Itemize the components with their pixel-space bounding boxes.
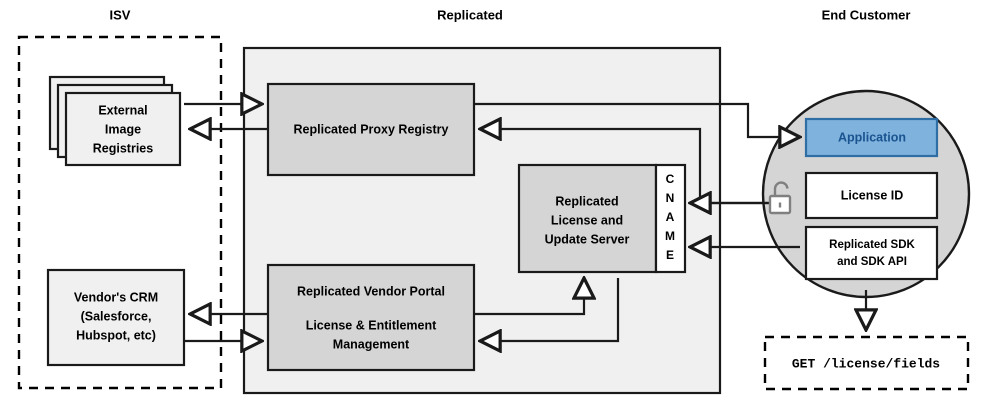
- vendor-portal-label-line-2: License & Entitlement: [306, 318, 437, 332]
- node-replicated-license-update-server[interactable]: Replicated License and Update Server: [517, 163, 658, 274]
- replicated-sdk-box: [804, 225, 939, 281]
- zone-title-end-customer: End Customer: [822, 7, 911, 22]
- cname-letter-m: M: [665, 229, 675, 243]
- application-label: Application: [838, 130, 906, 144]
- zone-title-isv: ISV: [110, 7, 131, 22]
- registries-label-line-1: External: [98, 103, 147, 117]
- sdk-label-line-2: and SDK API: [837, 256, 907, 268]
- vendor-portal-box: [266, 263, 476, 372]
- node-application[interactable]: Application: [804, 117, 939, 158]
- zone-boundary-isv: [17, 35, 223, 390]
- license-id-box: [804, 171, 939, 220]
- proxy-registry-box: [266, 82, 476, 177]
- license-id-label: License ID: [841, 188, 904, 202]
- node-replicated-sdk[interactable]: Replicated SDK and SDK API: [804, 225, 939, 281]
- registries-label-line-3: Registries: [93, 141, 153, 155]
- registries-label-line-2: Image: [105, 122, 141, 136]
- crm-label-line-1: Vendor's CRM: [74, 290, 158, 304]
- node-external-image-registries[interactable]: External Image Registries: [48, 75, 182, 167]
- node-api-request[interactable]: GET /license/fields: [763, 335, 970, 391]
- connector-licenseserver-to-vendorportal: [480, 278, 620, 341]
- crm-label-line-3: Hubspot, etc): [76, 328, 156, 342]
- connector-vendorportal-to-licenseserver: [474, 278, 584, 316]
- license-server-label-line-3: Update Server: [545, 232, 630, 246]
- vendor-portal-label-line-1: Replicated Vendor Portal: [297, 284, 445, 298]
- proxy-registry-label: Replicated Proxy Registry: [294, 122, 449, 136]
- node-replicated-proxy-registry[interactable]: Replicated Proxy Registry: [266, 82, 476, 177]
- cname-letter-a: A: [666, 210, 675, 224]
- api-request-label: GET /license/fields: [792, 356, 940, 371]
- node-license-id[interactable]: License ID: [804, 171, 939, 220]
- vendors-crm-box: [46, 268, 186, 367]
- vendor-portal-label-line-3: Management: [333, 337, 410, 351]
- connector-proxy-to-application: [474, 102, 800, 137]
- application-box: [804, 117, 939, 158]
- node-cname-strip[interactable]: C N A M E: [654, 163, 687, 274]
- cname-letter-e: E: [666, 248, 674, 262]
- license-update-server-box: [517, 163, 658, 274]
- api-request-box: [763, 335, 970, 391]
- crm-label-line-2: (Salesforce,: [81, 309, 152, 323]
- zone-title-replicated: Replicated: [437, 7, 503, 22]
- sdk-label-line-1: Replicated SDK: [829, 239, 915, 251]
- unlock-icon-shackle: [773, 181, 789, 196]
- cname-letter-c: C: [666, 172, 675, 186]
- registry-stack-front: [64, 91, 182, 167]
- node-replicated-vendor-portal[interactable]: Replicated Vendor Portal License & Entit…: [266, 263, 476, 372]
- license-server-label-line-2: License and: [551, 213, 623, 227]
- cname-strip-box: [654, 163, 687, 274]
- cname-letter-n: N: [666, 191, 675, 205]
- unlock-icon: [768, 181, 792, 215]
- license-server-label-line-1: Replicated: [555, 194, 618, 208]
- node-vendors-crm[interactable]: Vendor's CRM (Salesforce, Hubspot, etc): [46, 268, 186, 367]
